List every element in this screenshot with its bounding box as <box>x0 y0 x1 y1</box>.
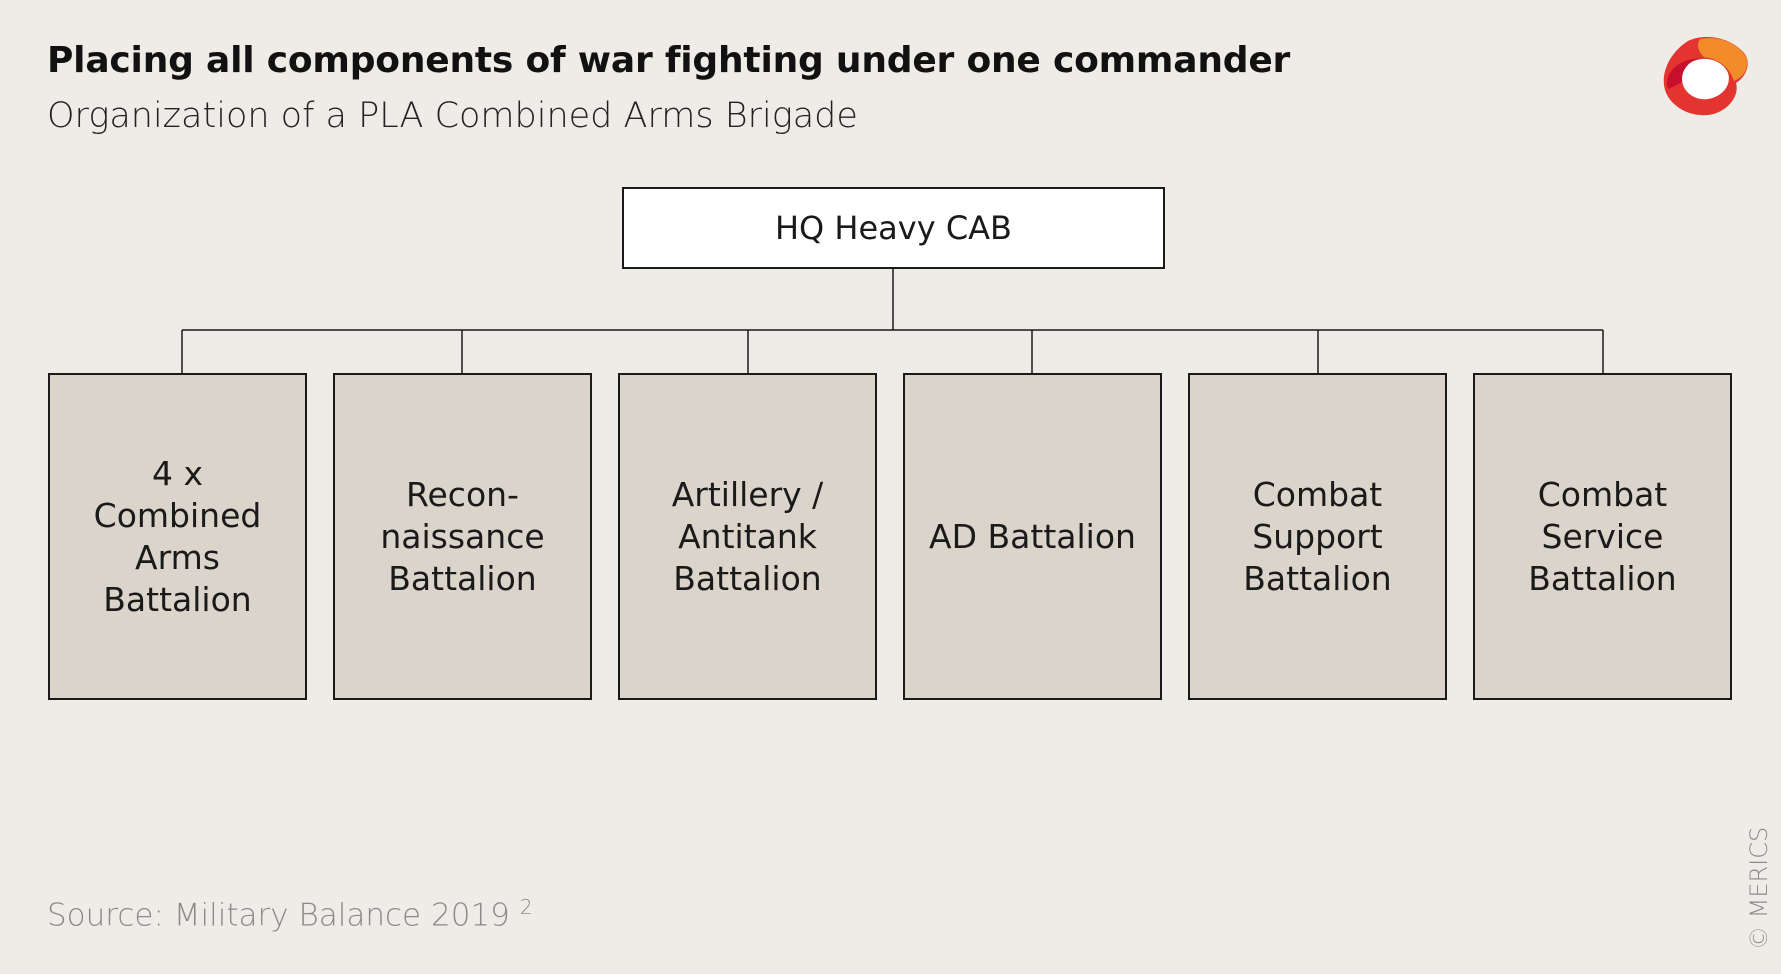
ad-battalion-node: AD Battalion <box>903 373 1162 700</box>
merics-logo-icon <box>1663 37 1748 116</box>
hq-node: HQ Heavy CAB <box>622 187 1165 269</box>
combat-service-battalion-node: Combat Service Battalion <box>1473 373 1732 700</box>
unit-label: Combat Service Battalion <box>1528 474 1677 598</box>
reconnaissance-battalion-node: Recon- naissance Battalion <box>333 373 592 700</box>
unit-label: AD Battalion <box>929 516 1136 556</box>
combined-arms-battalion-node: 4 x Combined Arms Battalion <box>48 373 307 700</box>
chart-subtitle: Organization of a PLA Combined Arms Brig… <box>47 96 858 136</box>
source-text: Source: Military Balance 2019 <box>47 897 510 934</box>
combat-support-battalion-node: Combat Support Battalion <box>1188 373 1447 700</box>
copyright-note: © MERICS <box>1745 826 1773 950</box>
source-note: Source: Military Balance 2019 2 <box>47 895 532 933</box>
source-footnote-marker: 2 <box>519 895 533 919</box>
unit-label: 4 x Combined Arms Battalion <box>93 453 262 619</box>
artillery-antitank-battalion-node: Artillery / Antitank Battalion <box>618 373 877 700</box>
unit-label: Recon- naissance Battalion <box>380 474 545 598</box>
unit-label: Artillery / Antitank Battalion <box>671 474 824 598</box>
unit-label: Combat Support Battalion <box>1243 474 1392 598</box>
hq-node-label: HQ Heavy CAB <box>774 209 1012 247</box>
chart-title: Placing all components of war fighting u… <box>47 40 1291 81</box>
